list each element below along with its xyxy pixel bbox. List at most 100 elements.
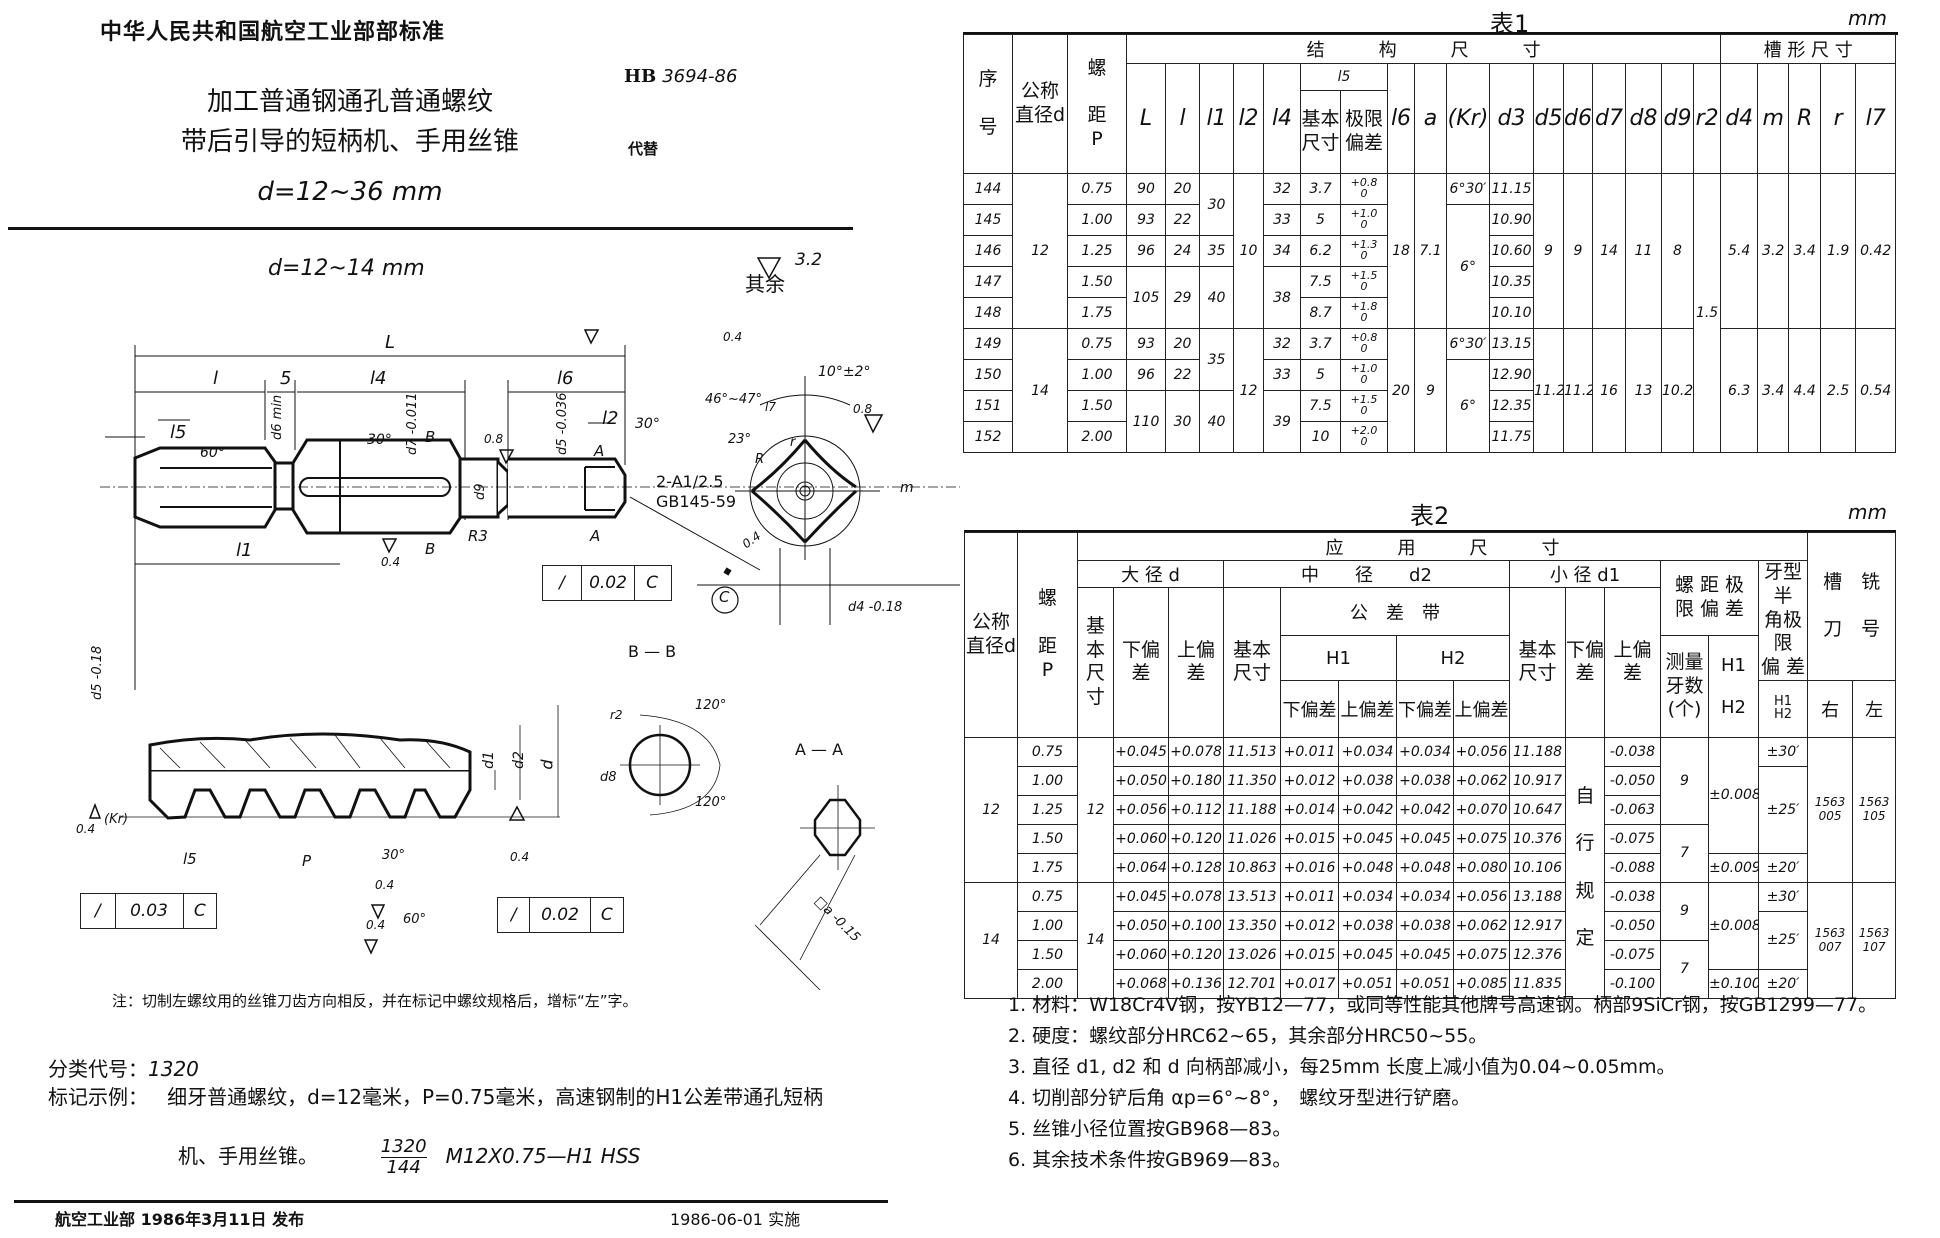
end-roughness-0-8: 0.8 [853, 402, 873, 416]
cell-seq: 149 [963, 328, 1013, 360]
cell-d7: 14 [1592, 173, 1626, 329]
col-header-minor-lower: 下偏差 [1565, 587, 1605, 738]
cell-d1: 11.188 [1509, 736, 1566, 767]
section-B-bottom: B [425, 540, 436, 558]
cell-d1: 13.188 [1509, 881, 1566, 912]
col-header-nominal-d: 公称直径d [964, 532, 1018, 738]
cell-l4: 34 [1263, 235, 1301, 267]
rest-roughness-label: 其余 [745, 272, 785, 296]
thread-roughness-b: 0.4 [510, 850, 530, 864]
col-header-h2: H2 [1396, 635, 1510, 681]
col-header-pitch-basic: 基本尺寸 [1223, 587, 1281, 738]
col-header-tol-1: 上偏差 [1338, 679, 1397, 738]
cell-d: 12 [964, 736, 1018, 883]
cell-d3: 10.35 [1489, 266, 1534, 298]
cell-d9: 10.2 [1661, 328, 1694, 453]
cell-pitch: 0.75 [1067, 173, 1127, 205]
cell-pitch: 0.75 [1017, 736, 1078, 767]
col-header-(Kr): (Kr) [1446, 63, 1490, 174]
cell-h1lo: +0.017 [1280, 968, 1339, 999]
end-angle-23: 23° [728, 432, 752, 447]
cell-a: 9 [1414, 328, 1447, 453]
cell-pitch: 1.00 [1067, 359, 1127, 391]
cell-lo: +0.045 [1113, 881, 1169, 912]
section-bb-title: B — B [628, 642, 677, 661]
cell-l: 22 [1165, 359, 1200, 391]
cell-major-basic: 14 [1077, 881, 1114, 999]
cell-d3: 11.15 [1489, 173, 1534, 205]
footer-issuer: 航空工业部 1986年3月11日 发布 [55, 1210, 305, 1229]
cell-h1up: +0.051 [1338, 968, 1397, 999]
cell-pitch: 2.00 [1067, 421, 1127, 453]
cell-h1lo: +0.015 [1280, 939, 1339, 970]
cell-r2: 1.5 [1692, 173, 1722, 453]
marking-label: 标记示例： [48, 1085, 148, 1109]
replaces-label: 代替 [628, 140, 659, 158]
left-hand-thread-note: 注：切制左螺纹用的丝锥刀齿方向相反，并在标记中螺纹规格后，增标“左”字。 [112, 992, 638, 1010]
dim-d9: d9 [473, 483, 488, 500]
cell-d6: 11.2 [1563, 328, 1593, 453]
col-header-tol-0: 下偏差 [1280, 679, 1339, 738]
radius-R3: R3 [468, 527, 488, 545]
rest-roughness-value: 3.2 [795, 250, 823, 270]
table2-caption: 表2 [1410, 502, 1450, 530]
cell-seq: 146 [963, 235, 1013, 267]
col-header-d7: d7 [1592, 63, 1626, 174]
cell-h2up: +0.070 [1453, 794, 1510, 825]
roughness-0-8: 0.8 [484, 432, 504, 446]
cell-L: 96 [1126, 359, 1166, 391]
col-header-l: l [1165, 63, 1200, 174]
table2-unit: mm [1848, 500, 1887, 524]
cell-l5: 3.7 [1300, 173, 1341, 205]
dim-5: 5 [280, 368, 292, 389]
group-header-groove: 槽 形 尺 寸 [1720, 34, 1897, 64]
group-header-major-d: 大 径 d [1077, 560, 1224, 588]
cell-d4: 5.4 [1720, 173, 1759, 329]
cell-pitch: 1.75 [1017, 852, 1078, 883]
cell-h1lo: +0.016 [1280, 852, 1339, 883]
cell-minor-upper: -0.038 [1604, 881, 1661, 912]
cell-l4: 33 [1263, 359, 1301, 391]
cell-pitch-deviation: ±0.008 [1708, 736, 1759, 854]
cell-half-angle: ±30′ [1757, 736, 1809, 767]
cell-l1: 40 [1199, 390, 1234, 453]
cell-h2lo: +0.045 [1396, 823, 1454, 854]
marking-text: 细牙普通螺纹，d=12毫米，P=0.75毫米，高速钢制的H1公差带通孔短柄 [167, 1085, 824, 1109]
cell-major-basic: 12 [1077, 736, 1114, 883]
group-header-structure: 结 构 尺 寸 [1125, 34, 1722, 64]
cell-a: 7.1 [1414, 173, 1447, 329]
group-header-tolerance-band: 公 差 带 [1280, 586, 1510, 637]
col-header-half-angle: 牙型半角极限偏 差 [1757, 560, 1809, 681]
cell-d2: 13.026 [1223, 939, 1281, 970]
cell-l5: 8.7 [1300, 297, 1341, 329]
cell-h1lo: +0.015 [1280, 823, 1339, 854]
table2-top-rule [964, 530, 1896, 533]
cell-h2lo: +0.045 [1396, 939, 1454, 970]
section-A-bottom: A [590, 527, 601, 545]
section-aa-title: A — A [795, 740, 844, 759]
thread-l5: l5 [183, 850, 197, 868]
cell-L: 96 [1126, 235, 1166, 267]
cell-h2lo: +0.034 [1396, 736, 1454, 767]
cell-h1lo: +0.011 [1280, 881, 1339, 912]
cell-d9: 8 [1661, 173, 1694, 329]
thread-angle-30: 30° [382, 848, 406, 863]
cell-m: 3.2 [1757, 173, 1790, 329]
cell-l: 20 [1165, 173, 1200, 205]
cell-L: 110 [1126, 390, 1166, 453]
dim-l4: l4 [370, 368, 387, 389]
dim-l2: l2 [602, 408, 619, 429]
cell-l: 20 [1165, 328, 1200, 360]
cell-minor-upper: -0.100 [1604, 968, 1661, 999]
cell-minor-upper: -0.038 [1604, 736, 1661, 767]
cell-l: 22 [1165, 204, 1200, 236]
